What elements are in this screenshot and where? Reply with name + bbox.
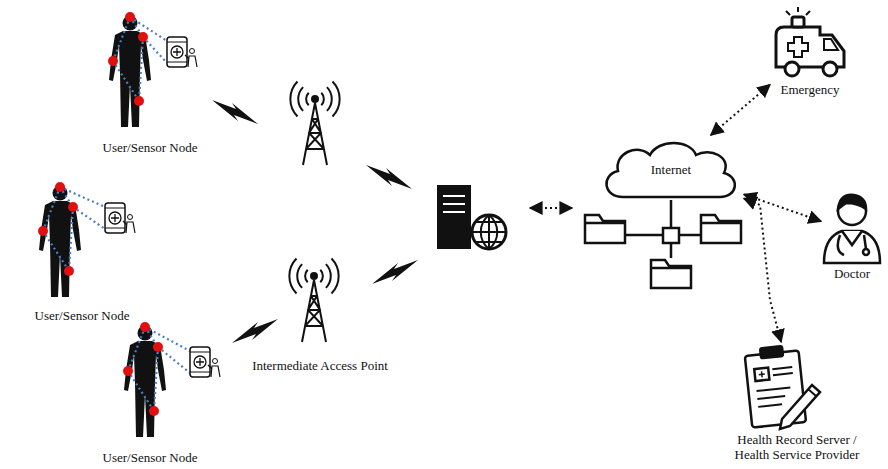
health-record-node: Health Record Server / Health Service Pr… — [718, 342, 876, 462]
sensor-dot — [153, 342, 163, 352]
ambulance-icon — [776, 7, 844, 76]
dotted-connector — [744, 199, 781, 342]
phone-icon — [105, 203, 135, 233]
user-sensor-node: User/Sensor Node — [32, 182, 133, 323]
folder-icon — [585, 215, 625, 243]
sensor-dot — [123, 366, 133, 376]
folder-icon — [701, 215, 741, 243]
user-figure — [108, 12, 197, 127]
sensor-dot — [138, 32, 148, 42]
node-label: Intermediate Access Point — [252, 358, 388, 373]
dotted-connector — [711, 85, 770, 135]
node-label: Doctor — [834, 266, 870, 281]
node-label: User/Sensor Node — [103, 450, 198, 465]
node-label: Health Record Server / Health Service Pr… — [721, 432, 873, 462]
network-hub — [663, 228, 679, 243]
folder-icon — [651, 260, 691, 288]
sensor-dot — [55, 182, 65, 192]
server-icon — [437, 185, 506, 249]
wireless-bolt — [372, 260, 418, 284]
node-label: User/Sensor Node — [103, 140, 198, 155]
sensor-dot — [149, 406, 159, 416]
user-figure — [123, 322, 220, 437]
sensor-dot — [64, 266, 74, 276]
dotted-connector — [744, 194, 821, 221]
user-sensor-node: User/Sensor Node — [100, 322, 201, 465]
sensor-dot — [125, 12, 135, 22]
sensor-dot — [134, 96, 144, 106]
user-figure — [38, 182, 135, 297]
sensor-dot — [108, 56, 118, 66]
access-point: Intermediate Access Point — [249, 262, 391, 373]
doctor-node: Doctor — [821, 183, 883, 281]
health-record-icon — [744, 344, 820, 429]
node-label: User/Sensor Node — [35, 308, 130, 323]
phone-icon — [190, 347, 220, 377]
network-lines — [625, 200, 700, 258]
doctor-icon — [824, 195, 880, 263]
internet-cloud: Internet — [598, 135, 744, 203]
wireless-bolt — [212, 100, 258, 124]
antenna-tower — [289, 259, 338, 343]
link-arrow — [530, 207, 572, 209]
node-label: Emergency — [781, 82, 840, 97]
antenna-tower — [290, 82, 339, 166]
phone-icon — [167, 37, 197, 67]
wireless-bolt — [232, 319, 278, 343]
sensor-dot — [68, 202, 78, 212]
sensor-dot — [38, 226, 48, 236]
emergency-node: Emergency — [770, 4, 850, 97]
user-sensor-node: User/Sensor Node — [100, 12, 201, 155]
sensor-dot — [140, 322, 150, 332]
wireless-bolt — [366, 165, 412, 189]
node-label: Internet — [651, 162, 691, 177]
